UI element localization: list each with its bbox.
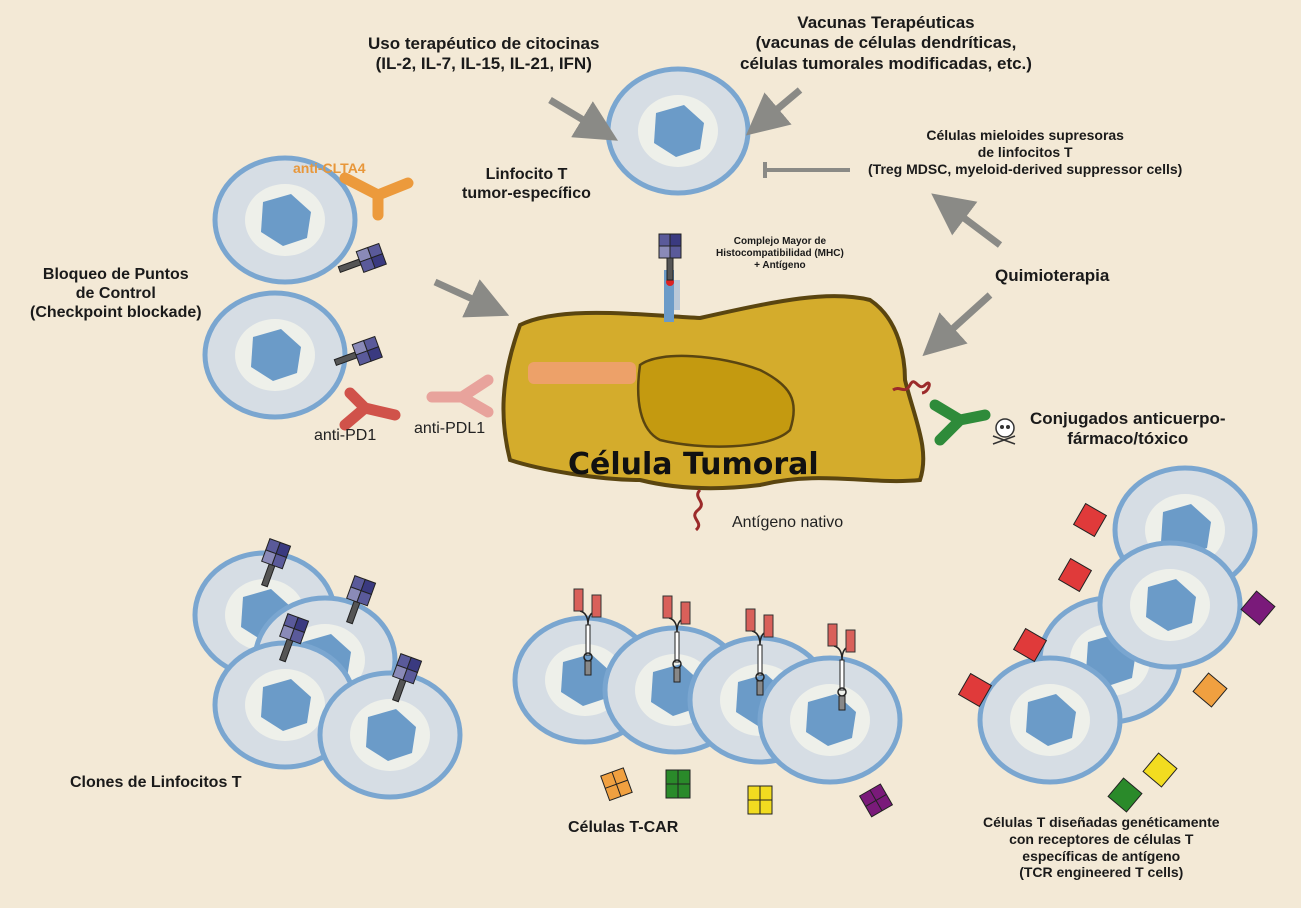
receptor-green-icon <box>665 769 691 799</box>
label-anti-ctla4: anti-CLTA4 <box>293 160 366 176</box>
label-anti-pd1: anti-PD1 <box>314 427 377 444</box>
receptor-yellow-icon <box>1142 752 1178 788</box>
tcr-cell-3 <box>1100 543 1240 667</box>
tumor-cell-title: Célula Tumoral <box>568 447 819 482</box>
pdl1-band <box>528 362 636 384</box>
car-t-cell-4 <box>760 658 900 782</box>
label-anti-pdl1: anti-PDL1 <box>414 420 486 437</box>
arrow-cytokines <box>548 96 619 141</box>
receptor-red-icon <box>1057 557 1093 593</box>
receptor-red-icon <box>957 672 993 708</box>
clone-cell-4 <box>320 673 460 797</box>
antigen-native-bottom-icon <box>693 488 703 532</box>
label-adc: Conjugados anticuerpo- fármaco/tóxico <box>1030 409 1226 449</box>
label-suppressors: Células mieloides supresoras de linfocit… <box>868 127 1183 177</box>
label-car-t: Células T-CAR <box>568 819 679 836</box>
checkpoint-t-cell-2 <box>205 293 345 417</box>
receptor-yellow-icon <box>747 785 773 815</box>
receptor-purple-icon <box>1240 590 1276 626</box>
receptor-red-icon <box>1012 627 1048 663</box>
adc-antibody-icon <box>929 399 991 446</box>
mhc-stalk <box>664 270 674 322</box>
label-vaccines: Vacunas Terapéuticas (vacunas de células… <box>740 13 1032 73</box>
receptor-green-icon <box>1107 777 1143 813</box>
anti-pdl1-antibody-icon <box>426 374 494 418</box>
tumor-specific-t-cell <box>608 69 748 193</box>
tumor-nucleus <box>636 354 795 448</box>
label-tcr-engineered: Células T diseñadas genéticamente con re… <box>983 814 1220 881</box>
label-tcell-specific: Linfocito T tumor-específico <box>462 166 591 203</box>
label-cytokines: Uso terapéutico de citocinas (IL-2, IL-7… <box>368 34 600 74</box>
native-antigen-icon <box>892 380 931 395</box>
receptor-purple-icon <box>858 783 894 818</box>
skull-icon <box>992 418 1016 445</box>
anti-pd1-antibody-icon <box>339 387 401 431</box>
anti-ctla4-antibody-icon <box>339 172 414 221</box>
label-clones: Clones de Linfocitos T <box>70 774 242 791</box>
label-checkpoint: Bloqueo de Puntos de Control (Checkpoint… <box>30 266 202 322</box>
receptor-red-icon <box>1072 502 1108 538</box>
tcr-cell-4 <box>980 658 1120 782</box>
arrow-chemo-to-tumor <box>922 292 993 357</box>
arrow-vaccines <box>745 87 803 136</box>
receptor-orange-icon <box>1192 672 1228 708</box>
receptor-orange-icon <box>600 767 633 802</box>
label-mhc: Complejo Mayor de Histocompatibilidad (M… <box>716 236 844 271</box>
label-native-antigen: Antígeno nativo <box>732 514 844 531</box>
label-chemo: Quimioterapia <box>995 266 1110 285</box>
tcr-receptor-icon <box>658 233 682 281</box>
arrow-checkpoint <box>433 278 510 318</box>
arrow-chemo-to-suppressors <box>931 193 1003 248</box>
